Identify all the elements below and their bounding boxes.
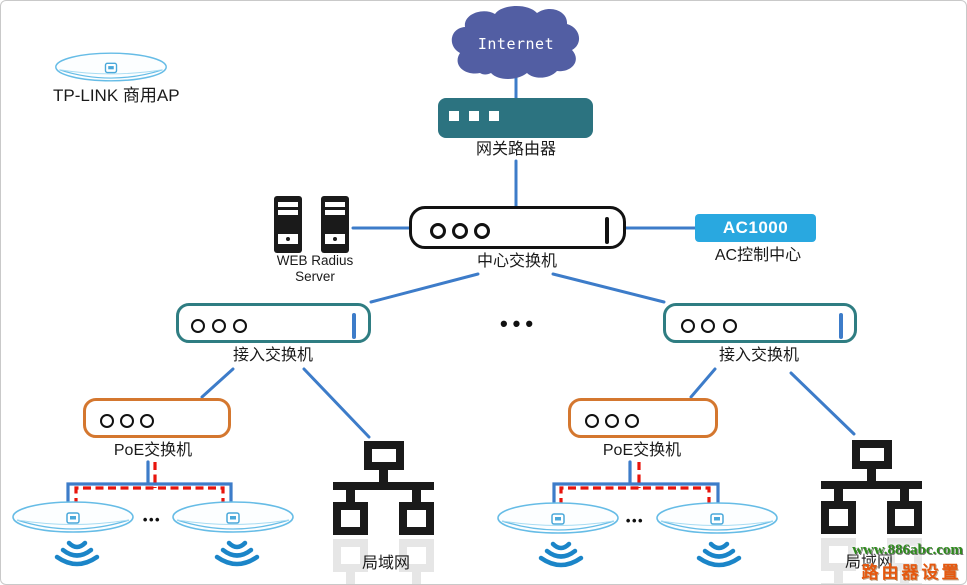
poe-ap-link-red-right <box>559 462 711 506</box>
ap-saucer-icon <box>656 502 778 534</box>
gateway-router-node <box>438 98 593 138</box>
switch-port <box>100 414 114 428</box>
poe-ap-link-red-left <box>74 462 225 506</box>
access-switch-right-node <box>663 303 857 343</box>
switch-port <box>140 414 154 428</box>
more-aps-ellipsis: ••• <box>142 512 162 527</box>
switch-port <box>723 319 737 333</box>
wifi-signal-icon <box>541 544 581 565</box>
router-port <box>469 111 479 121</box>
switch-port <box>191 319 205 333</box>
switch-slot-bar <box>605 217 609 244</box>
server-slot <box>325 202 345 207</box>
core-switch-label: 中心交换机 <box>476 253 557 270</box>
connector-lines <box>200 72 856 439</box>
watermark-url: www.886abc.com <box>852 542 963 558</box>
internet-cloud <box>451 5 580 80</box>
poe-switch-left-node <box>83 398 231 438</box>
server-slot <box>325 210 345 215</box>
lan-right-label: 局域网 <box>844 554 893 571</box>
server-label-line1: WEB Radius <box>276 253 354 268</box>
switch-slot-bar <box>839 313 843 339</box>
ap-saucer-icon <box>497 502 619 534</box>
legend-ap-label: TP-LINK 商用AP <box>53 86 180 105</box>
more-aps-ellipsis: ••• <box>625 513 645 528</box>
switch-port <box>625 414 639 428</box>
server-slot <box>278 210 298 215</box>
poe-ap-link-blue-right <box>552 460 720 504</box>
ap-saucer-icon <box>172 501 294 533</box>
switch-port <box>120 414 134 428</box>
server-led <box>333 237 337 241</box>
access-switch-left-label: 接入交换机 <box>232 347 313 364</box>
server-led <box>286 237 290 241</box>
gateway-router-label: 网关路由器 <box>475 141 556 158</box>
switch-port <box>474 223 490 239</box>
web-server-icon <box>274 196 302 253</box>
poe-switch-right-label: PoE交换机 <box>602 442 682 459</box>
router-port <box>489 111 499 121</box>
ac-controller-badge: AC1000 <box>695 214 816 242</box>
switch-slot-bar <box>352 313 356 339</box>
access-switch-right-label: 接入交换机 <box>718 347 799 364</box>
switch-port <box>701 319 715 333</box>
switch-port <box>681 319 695 333</box>
switch-port <box>605 414 619 428</box>
wifi-signal-icon <box>57 543 97 564</box>
lan-network-icon <box>333 441 434 535</box>
ac-controller-label: AC控制中心 <box>714 247 802 264</box>
wifi-signal-icon <box>217 543 257 564</box>
radius-server-icon <box>321 196 349 253</box>
core-switch-node <box>409 206 626 249</box>
access-switch-left-node <box>176 303 371 343</box>
internet-label: Internet <box>477 35 555 53</box>
more-switches-ellipsis: ••• <box>499 311 539 336</box>
poe-switch-left-label: PoE交换机 <box>113 442 193 459</box>
ap-saucer-icon <box>12 501 134 533</box>
wifi-signal-icon <box>699 544 739 565</box>
legend-ap-saucer-icon <box>55 52 167 82</box>
poe-switch-right-node <box>568 398 718 438</box>
router-port <box>449 111 459 121</box>
poe-ap-link-blue-left <box>66 460 233 504</box>
watermark-text: 路由器设置 <box>861 563 962 582</box>
server-label-line2: Server <box>295 269 335 284</box>
switch-port <box>585 414 599 428</box>
server-slot <box>278 202 298 207</box>
switch-port <box>212 319 226 333</box>
switch-port <box>452 223 468 239</box>
switch-port <box>233 319 247 333</box>
lan-network-icon <box>821 440 922 534</box>
lan-left-label: 局域网 <box>361 555 410 572</box>
switch-port <box>430 223 446 239</box>
